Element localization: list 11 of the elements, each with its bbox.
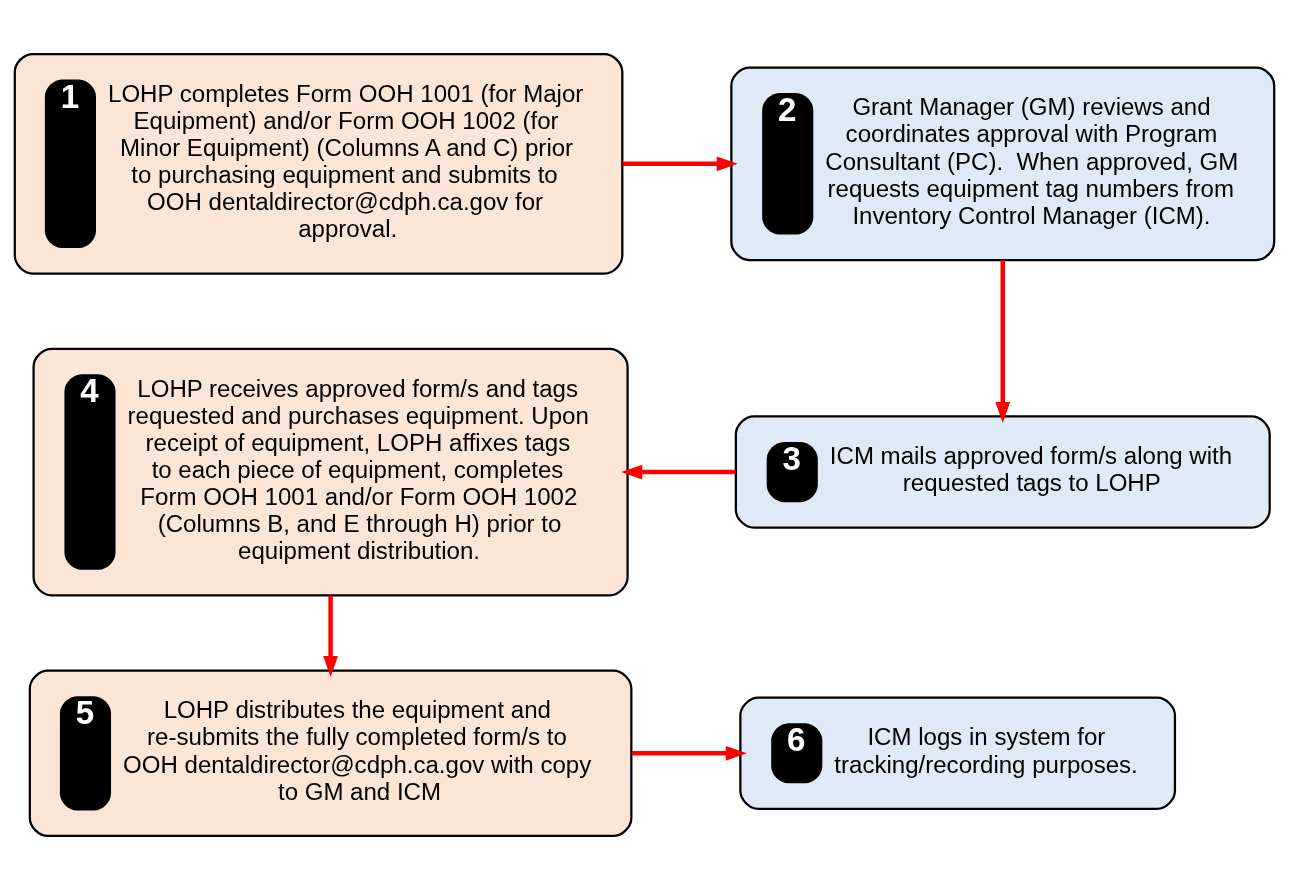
node-box: 5 LOHP distributes the equipment and re-submits the fully completed form/s to OOH dentaldirector@cdph.ca.gov with copy to GM and ICM bbox=[28, 668, 633, 837]
arrow bbox=[995, 259, 1011, 423]
node-box: 4 LOHP receives approved form/s and tags requested and purchases equipment. Upon receipt of equipment, LOPH affixes tags to each piece of equipment, completes Form OOH 1001 and/or Form OOH 1002 (Columns B, and E through H) prior to equipment distribution. bbox=[32, 347, 629, 596]
arrow bbox=[323, 595, 338, 677]
arrow bbox=[621, 464, 736, 479]
arrow bbox=[622, 155, 738, 171]
arrow bbox=[631, 745, 747, 761]
node-box: 3 ICM mails approved form/s along with requested tags to LOHP bbox=[734, 414, 1271, 529]
node-box: 2 Grant Manager (GM) reviews and coordinates approval with Program Consultant (PC). When approved, GM requests equipment tag numbers from Inventory Control Manager (ICM). bbox=[730, 65, 1276, 261]
node-box: 6 ICM logs in system for tracking/recording purposes. bbox=[739, 696, 1177, 810]
node-box: 1 LOHP completes Form OOH 1001 (for Major Equipment) and/or Form OOH 1002 (for Minor Equipment) (Columns A and C) prior to purchasing equipment and submits to OOH dentaldirector@cdph.ca.gov for approval. bbox=[13, 52, 624, 275]
